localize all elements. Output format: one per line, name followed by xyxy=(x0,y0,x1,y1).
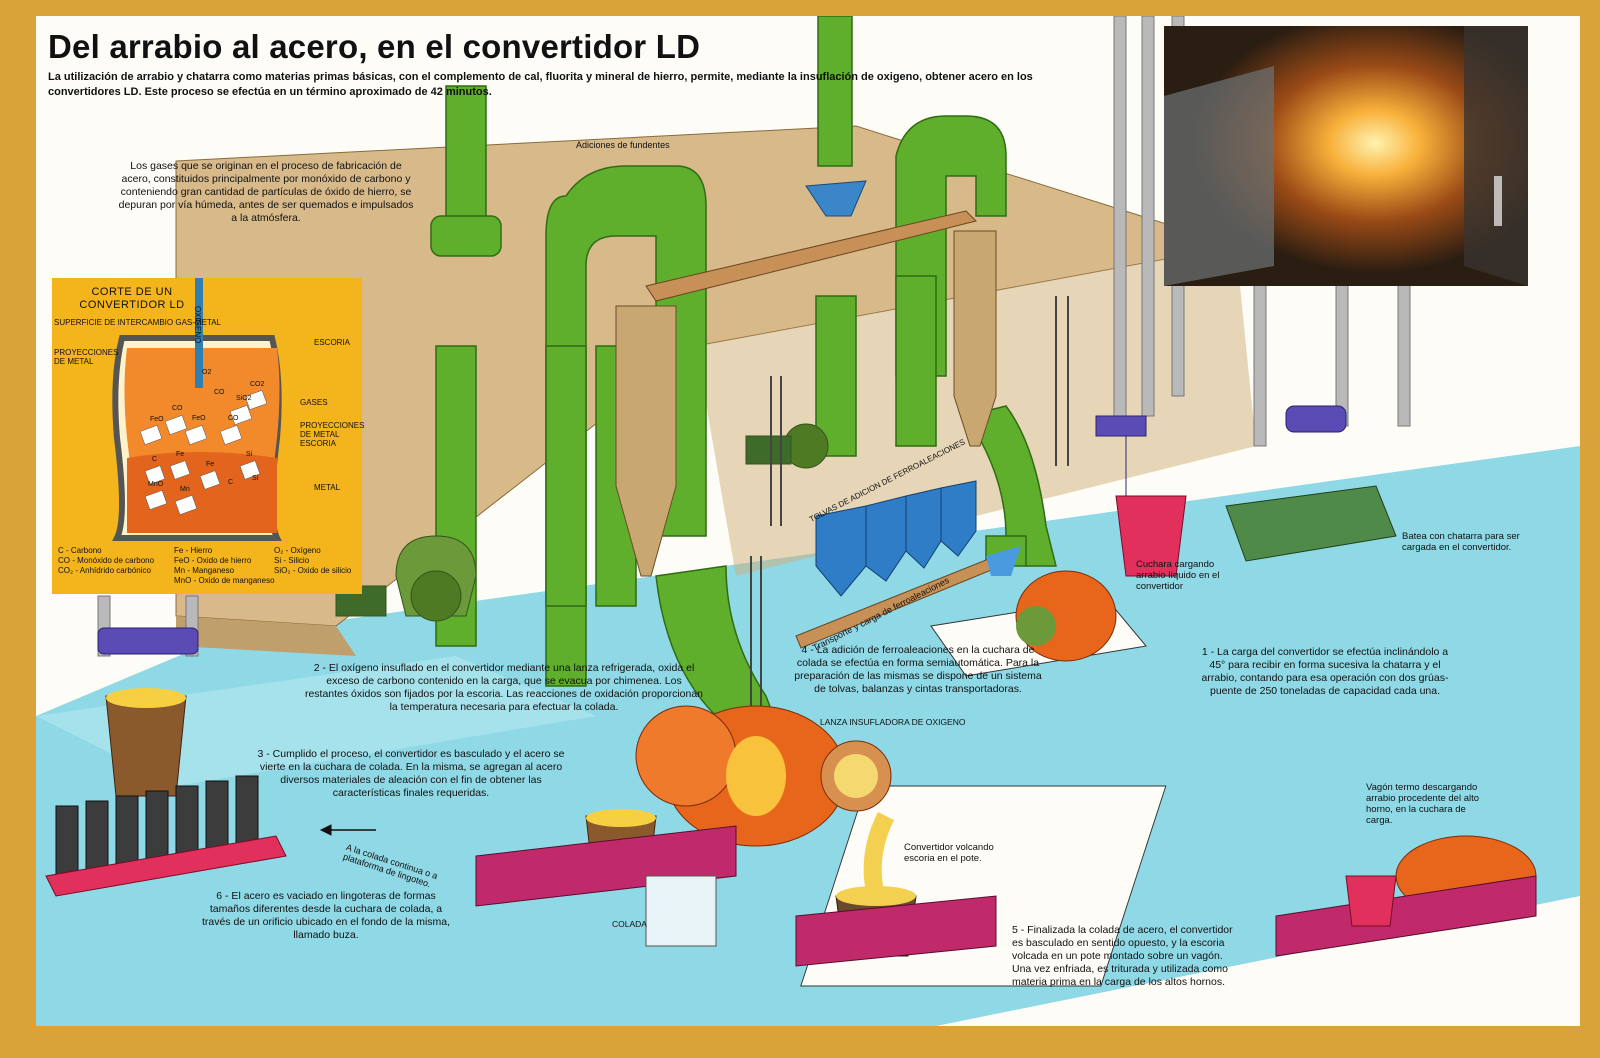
oxygen-lance-frame xyxy=(750,296,1069,736)
flow-arrows xyxy=(319,824,376,836)
legend-item: CO - Monóxido de carbono xyxy=(58,556,155,565)
casting-ladle-left xyxy=(105,688,187,797)
charging-ladle-label: Cuchara cargando arrabio líquido en el c… xyxy=(1136,559,1220,592)
inset-label-metal-projections: PROYECCIONES DE METAL xyxy=(54,348,119,366)
legend-item: SiO₂ - Oxido de silicio xyxy=(274,566,352,575)
particle: Mn xyxy=(180,486,190,493)
scrap-box xyxy=(1225,485,1397,562)
particle: FeO xyxy=(150,416,164,423)
particle: CO xyxy=(172,405,183,412)
charging-converter xyxy=(1015,570,1117,662)
legend-col-1: C - Carbono CO - Monóxido de carbono CO₂… xyxy=(58,546,154,576)
particle: O2 xyxy=(202,369,212,376)
inset-label-metal: METAL xyxy=(314,483,341,492)
particle: Si xyxy=(246,451,253,458)
page-title: Del arrabio al acero, en el convertidor … xyxy=(48,28,701,65)
particle: CO2 xyxy=(250,381,265,388)
legend-item: FeO - Oxido de hierro xyxy=(174,556,252,565)
cross-section-drawing xyxy=(112,278,282,541)
particle: Fe xyxy=(176,451,185,458)
inset-title: CORTE DE UN CONVERTIDOR LD xyxy=(79,286,185,311)
step-5: 5 - Finalizada la colada de acero, el co… xyxy=(1012,924,1233,988)
legend-item: O₂ - Oxígeno xyxy=(274,546,321,555)
particle: CO xyxy=(228,415,239,422)
legend-col-3: O₂ - Oxígeno Si - Silicio SiO₂ - Oxido d… xyxy=(274,546,351,576)
step-3: 3 - Cumplido el proceso, el convertidor … xyxy=(257,748,565,799)
particle: C xyxy=(152,456,158,463)
legend-col-2: Fe - Hierro FeO - Oxido de hierro Mn - M… xyxy=(174,546,275,586)
slag-dump-label: Convertidor volcando escoria en el pote. xyxy=(904,842,994,864)
legend-item: MnO - Oxido de manganeso xyxy=(174,576,275,585)
inset-label-exchange: SUPERFICIE DE INTERCAMBIO GAS-METAL xyxy=(54,318,221,327)
steel-plant-photo xyxy=(1164,26,1528,286)
exhaust-fans xyxy=(335,423,829,622)
particle: CO xyxy=(214,389,225,396)
particle: Fe xyxy=(206,461,215,468)
converter-cross-section: CORTE DE UN CONVERTIDOR LD OXIGENO xyxy=(52,278,365,594)
legend-item: Fe - Hierro xyxy=(174,546,213,555)
step-2: 2 - El oxígeno insuflado en el convertid… xyxy=(304,662,704,713)
flux-conveyor xyxy=(645,210,977,302)
slag-pot xyxy=(795,811,997,967)
gases-note: Los gases que se originan en el proceso … xyxy=(118,160,414,224)
ld-converter xyxy=(635,705,892,847)
inset-label-slag-projections: PROYECCIONES DE METAL ESCORIA xyxy=(300,421,365,448)
particle: FeO xyxy=(192,415,206,422)
flux-additions-label: Adiciones de fundentes xyxy=(576,140,670,150)
cyclone-separators xyxy=(615,230,997,577)
step-6: 6 - El acero es vaciado en lingoteras de… xyxy=(201,890,451,941)
legend-item: CO₂ - Anhídrido carbónico xyxy=(58,566,151,575)
torpedo-car-label: Vagón termo descargando arrabio proceden… xyxy=(1366,782,1480,826)
legend-item: Si - Silicio xyxy=(274,556,310,565)
step-1: 1 - La carga del convertidor se efectúa … xyxy=(1201,646,1449,697)
overhead-cranes xyxy=(97,405,1347,655)
intro-paragraph: La utilización de arrabio y chatarra com… xyxy=(48,71,1033,98)
step-4: 4 - La adición de ferroaleaciones en la … xyxy=(794,644,1042,695)
plant-illustration xyxy=(36,16,1580,1026)
colada-label: COLADA xyxy=(612,919,647,929)
inset-label-slag: ESCORIA xyxy=(314,338,351,347)
illustrated-sheet: Del arrabio al acero, en el convertidor … xyxy=(36,16,1580,1026)
particle: C xyxy=(228,479,234,486)
particle: Si xyxy=(252,475,259,482)
steel-ladle-car xyxy=(475,809,737,947)
particle: MnO xyxy=(148,481,164,488)
torpedo-car xyxy=(1275,835,1537,957)
inset-label-gases: GASES xyxy=(300,398,328,407)
legend-item: Mn - Manganeso xyxy=(174,566,235,575)
oxygen-lance-label: LANZA INSUFLADORA DE OXIGENO xyxy=(820,717,966,727)
legend-item: C - Carbono xyxy=(58,546,102,555)
scrap-box-label: Batea con chatarra para ser cargada en e… xyxy=(1402,531,1520,553)
charging-ladle xyxy=(1095,415,1187,577)
ferroalloy-hoppers xyxy=(815,480,977,597)
particle: SiO2 xyxy=(236,395,252,402)
